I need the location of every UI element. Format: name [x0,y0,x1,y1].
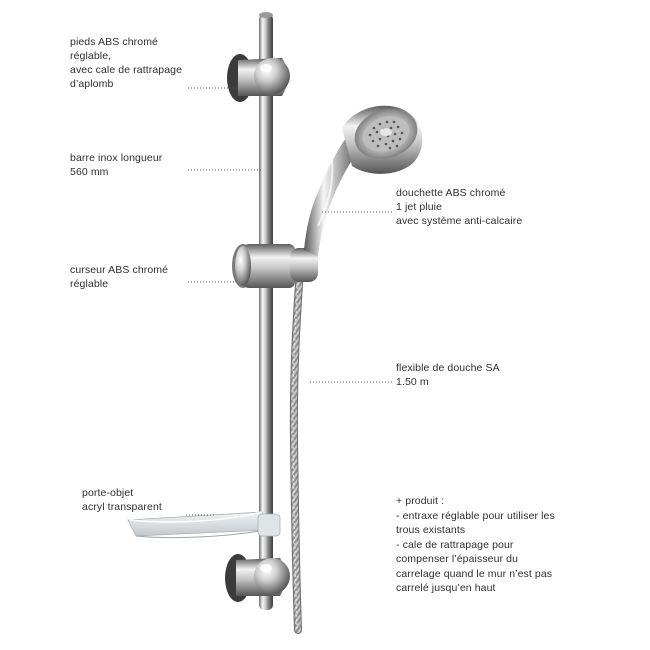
label-line: barre inox longueur [70,152,163,164]
notes-heading: + produit : [396,495,445,507]
notes-line: trous existants [396,524,466,536]
label-line: avec système anti-calcaire [396,215,523,227]
label-hose: flexible de douche SA 1.50 m [396,361,500,389]
slider-block [232,244,318,288]
label-line: 1.50 m [396,376,429,388]
label-line: flexible de douche SA [396,362,500,374]
soap-dish [127,511,281,539]
notes-line: compenser l’épaisseur du [396,553,519,565]
label-line: réglable, [70,50,112,62]
hand-shower [304,105,423,256]
notes-line: carrelage quand le mur n’est pas [396,567,553,580]
label-line: réglable [70,278,109,290]
label-line: porte-objet [82,487,134,499]
label-soapdish: porte-objet acryl transparent [82,486,162,514]
label-line: acryl transparent [82,501,162,513]
product-notes: + produit : - entraxe réglable pour util… [396,494,555,596]
notes-line: - entraxe réglable pour utiliser les [396,509,555,522]
shower-hose [289,251,305,634]
label-line: pieds ABS chromé [70,36,158,48]
top-wall-bracket [227,54,290,102]
label-line: 1 jet pluie [396,201,443,213]
notes-line: carrelé jusqu’en haut [396,582,496,594]
label-feet: pieds ABS chromé réglable, avec cale de … [70,35,182,91]
label-handshower: douchette ABS chromé 1 jet pluie avec sy… [396,186,522,228]
label-slider: curseur ABS chromé réglable [70,263,168,291]
label-line: douchette ABS chromé [396,187,506,199]
bottom-wall-bracket [225,554,290,602]
slide-bar [259,12,273,610]
label-line: curseur ABS chromé [70,264,169,276]
label-line: d’aplomb [70,78,114,90]
label-bar: barre inox longueur 560 mm [70,151,162,179]
notes-line: - cale de rattrapage pour [396,538,514,551]
label-line: avec cale de rattrapage [70,64,183,76]
label-line: 560 mm [70,166,109,178]
